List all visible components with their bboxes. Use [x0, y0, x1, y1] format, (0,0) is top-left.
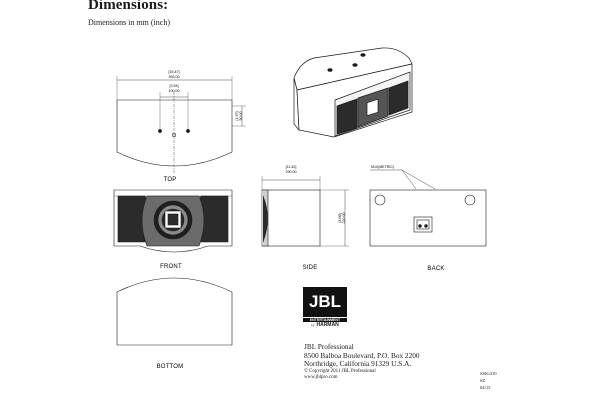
- bottom-view-label: BOTTOM: [157, 364, 184, 370]
- back-mount-hole-left: [374, 194, 386, 206]
- side-height-mm: 220.00: [342, 213, 346, 224]
- bottom-view: [116, 277, 233, 346]
- top-depth-inch: [1.97]: [235, 112, 239, 121]
- iso-top-hole-2: [352, 63, 358, 67]
- isometric-view: [293, 47, 413, 138]
- front-view: [113, 189, 233, 253]
- doc-rev: SZ: [480, 378, 486, 383]
- city-address: Northridge, California 91329 U.S.A.: [304, 359, 412, 369]
- jbl-division-label: ENTERTAINMENT: [303, 318, 347, 322]
- side-view: [261, 176, 349, 247]
- harman-name: HARMAN: [316, 322, 339, 328]
- top-view-outline: [116, 99, 233, 167]
- top-inner-mm: 100.00: [169, 89, 180, 93]
- side-view-label: SIDE: [303, 265, 318, 271]
- top-mount-hole-left: [158, 129, 162, 133]
- bottom-view-outline: [116, 277, 233, 346]
- harman-by: by: [311, 323, 315, 327]
- iso-left-grille: [336, 98, 358, 135]
- page-title: Dimensions:: [88, 0, 169, 13]
- back-view-label: BACK: [427, 266, 444, 272]
- copyright-text: © Copyright 2011 JBL Professional: [304, 368, 376, 374]
- doc-code: SSKi310: [480, 371, 497, 376]
- back-thread-label: M10(METRIC): [371, 165, 394, 169]
- doc-date: 04/15: [480, 385, 491, 390]
- top-mount-hole-right: [186, 129, 190, 133]
- back-view: [369, 169, 487, 247]
- top-mount-hole-center: [171, 132, 177, 138]
- jbl-wordmark: JBL: [303, 287, 347, 317]
- top-inner-inch: [3.94]: [170, 84, 179, 88]
- street-address: 8500 Balboa Boulevard, P.O. Box 2200: [304, 350, 420, 360]
- iso-top-face: [293, 47, 413, 91]
- document-info: SSKi310 SZ 04/15: [480, 370, 497, 391]
- back-mount-hole-right: [464, 194, 476, 206]
- top-depth-mm: 50.00: [239, 112, 243, 121]
- company-name: JBL Professional: [304, 342, 354, 351]
- address-block: JBL Professional 8500 Balboa Boulevard, …: [304, 342, 420, 381]
- top-view: [116, 76, 246, 174]
- front-view-label: FRONT: [160, 264, 182, 270]
- website-link[interactable]: www.jblpro.com: [304, 374, 338, 380]
- iso-right-grille: [388, 80, 409, 116]
- page-subtitle: Dimensions in mm (inch): [88, 18, 170, 27]
- back-view-outline: [369, 189, 487, 247]
- top-width-mm: 393.00: [169, 75, 180, 79]
- side-depth-inch: [11.42]: [286, 165, 297, 169]
- side-height-inch: [8.66]: [338, 214, 342, 223]
- iso-top-hole-1: [327, 68, 333, 72]
- iso-top-hole-3: [360, 53, 366, 57]
- top-view-label: TOP: [164, 177, 177, 183]
- back-terminal-plate: [413, 216, 433, 233]
- side-depth-mm: 290.00: [286, 170, 297, 174]
- top-width-inch: [15.47]: [169, 70, 180, 74]
- side-view-outline: [261, 189, 321, 247]
